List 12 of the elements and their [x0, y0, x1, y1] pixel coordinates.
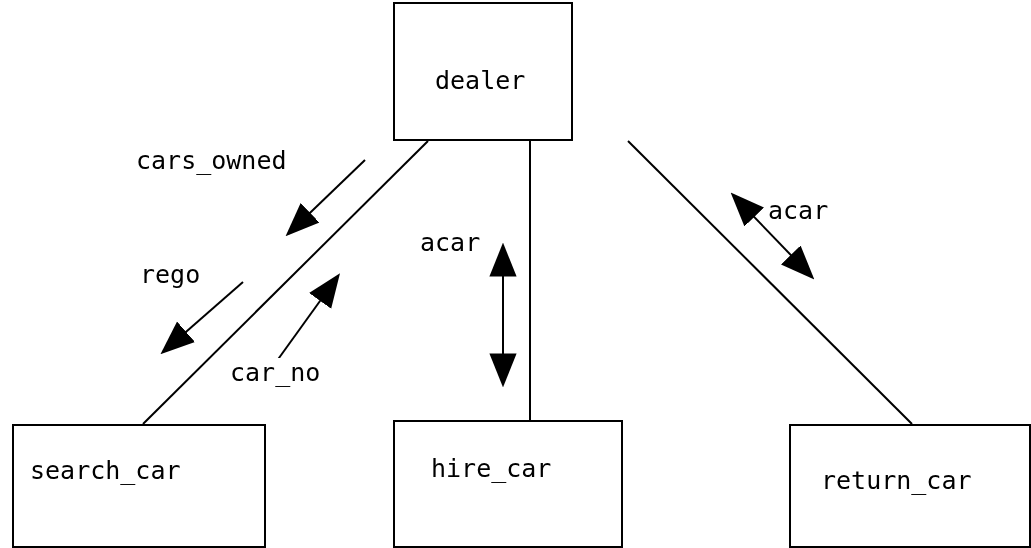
module-name: search_car: [30, 456, 181, 485]
module-box: [393, 2, 573, 141]
module-name: dealer: [435, 66, 526, 95]
module-box: [12, 424, 266, 548]
flow-label: car_no: [230, 358, 321, 387]
module-box: [789, 424, 1031, 548]
module-box: [393, 420, 623, 548]
module-name: hire_car: [431, 454, 552, 483]
connector-line: [142, 140, 429, 425]
connector-line: [627, 140, 913, 425]
connector-line: [529, 140, 531, 421]
module-name: return_car: [821, 466, 972, 495]
